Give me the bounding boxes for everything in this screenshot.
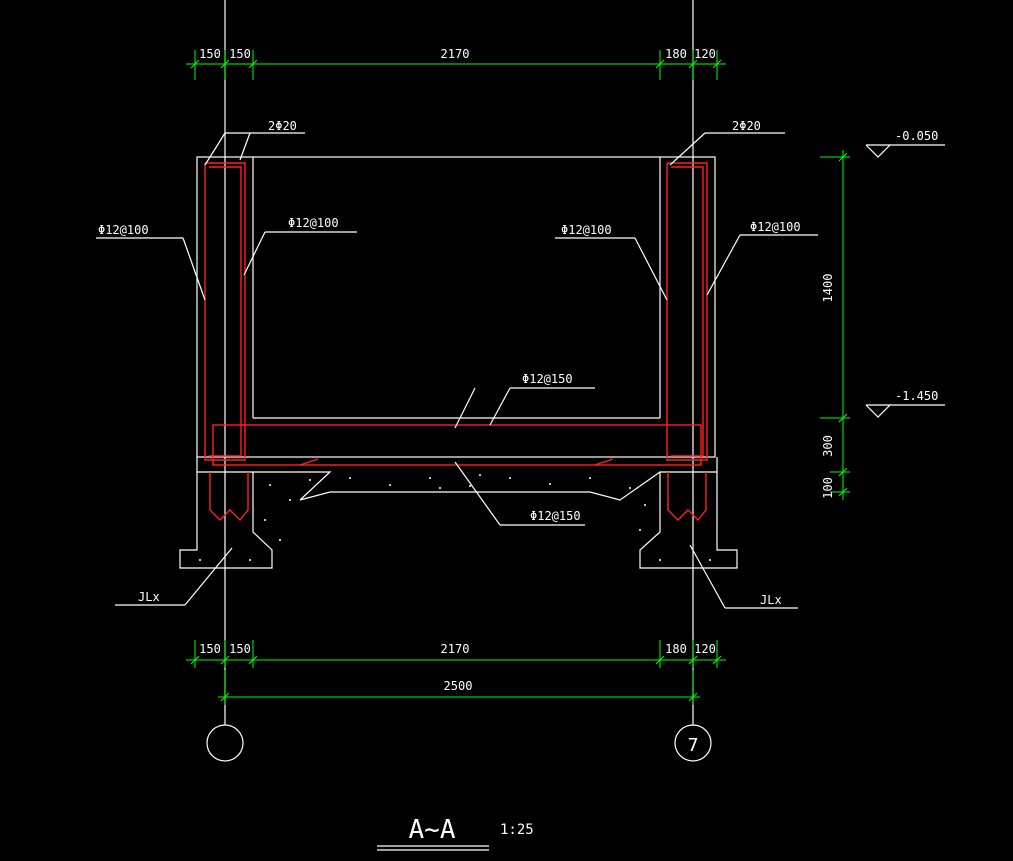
dim-top-4: 180 [665, 47, 687, 61]
axis-lines [224, 0, 694, 725]
dim-top-1: 150 [199, 47, 221, 61]
dim-vertical-2: 300 [821, 435, 835, 457]
elevation-top: -0.050 [895, 129, 938, 143]
dim-top-3: 2170 [441, 47, 470, 61]
section-scale: 1:25 [500, 822, 534, 838]
label-bar-top-left: 2Φ20 [268, 119, 297, 133]
dim-bottom-4: 180 [665, 642, 687, 656]
structure-outline [179, 156, 738, 569]
axis-bubbles: 7 [206, 724, 712, 762]
label-wall-right-inner: Φ12@100 [561, 223, 612, 237]
label-wall-right-outer: Φ12@100 [750, 220, 801, 234]
label-beam-left: JLx [138, 590, 160, 604]
section-title-text: A~A [409, 815, 456, 845]
label-wall-left-inner: Φ12@100 [288, 216, 339, 230]
dim-vertical-3: 100 [821, 477, 835, 499]
bottom-dimension-chain: 150 150 2170 180 120 2500 [186, 640, 726, 705]
dim-bottom-3: 2170 [441, 642, 470, 656]
label-beam-right: JLx [760, 593, 782, 607]
dim-bottom-1: 150 [199, 642, 221, 656]
elevation-slab: -1.450 [895, 389, 938, 403]
concrete-hatch [199, 474, 711, 561]
dim-top-5: 120 [694, 47, 716, 61]
label-wall-left-outer: Φ12@100 [98, 223, 149, 237]
dim-bottom-2: 150 [229, 642, 251, 656]
rebar [204, 162, 708, 522]
leader-lines [96, 132, 818, 609]
axis-bubble-left [206, 724, 244, 762]
label-slab-top: Φ12@150 [522, 372, 573, 386]
dim-top-2: 150 [229, 47, 251, 61]
dim-bottom-5: 120 [694, 642, 716, 656]
dim-total: 2500 [444, 679, 473, 693]
vertical-dimensions: 1400 300 100 -0.050 -1.450 [820, 129, 945, 500]
rebar-labels: 2Φ20 2Φ20 Φ12@100 Φ12@100 Φ12@100 Φ12@10… [98, 119, 801, 607]
label-bar-top-right: 2Φ20 [732, 119, 761, 133]
axis-bubble-right [674, 724, 712, 762]
dim-vertical-1: 1400 [821, 274, 835, 303]
label-slab-bottom: Φ12@150 [530, 509, 581, 523]
top-dimension-chain: 150 150 2170 180 120 [186, 47, 726, 80]
axis-label-right: 7 [688, 735, 699, 756]
section-title: A~A 1:25 [377, 815, 534, 851]
